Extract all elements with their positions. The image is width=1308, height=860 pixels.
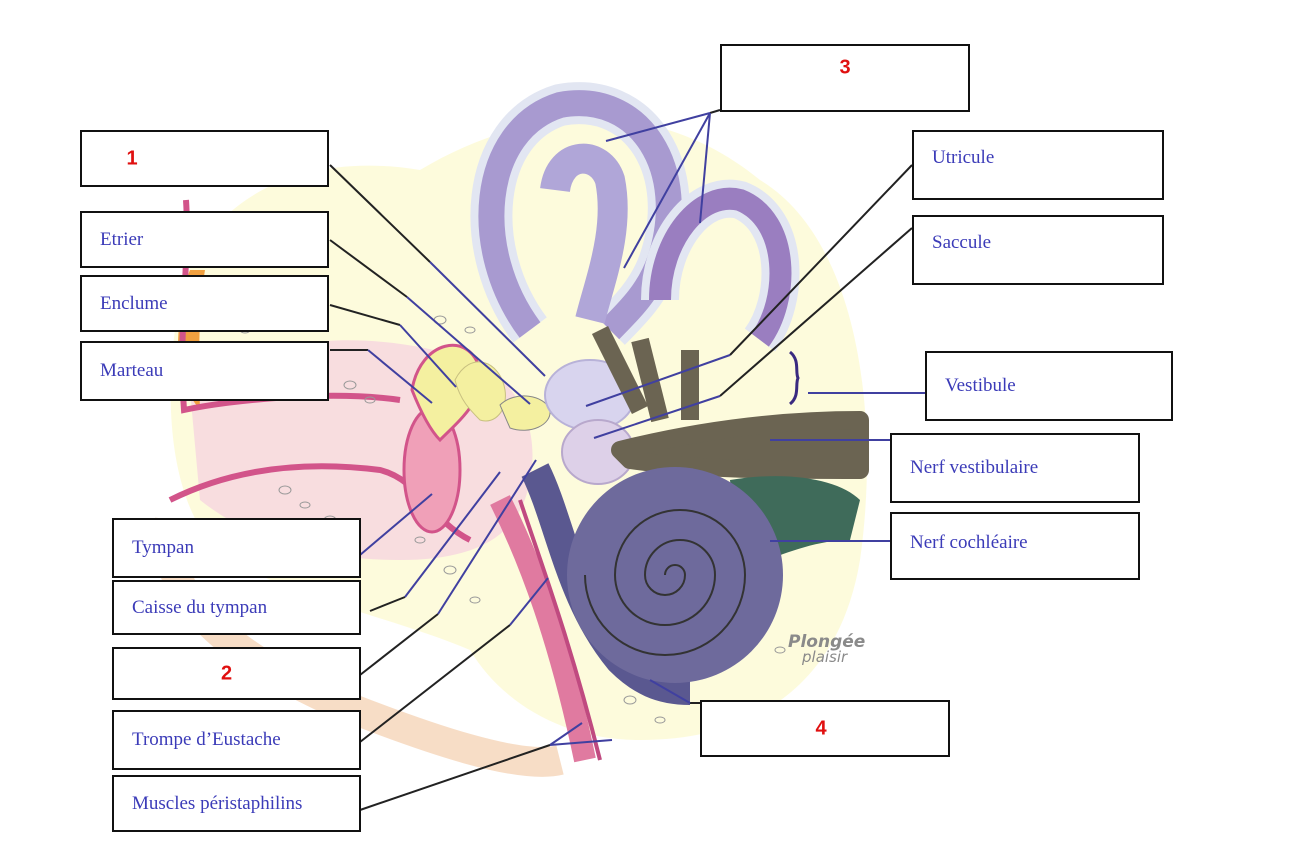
label-enclume: Enclume: [100, 293, 168, 315]
label-box-caisse: Caisse du tympan: [112, 580, 361, 635]
label-box-nerf-vestibulaire: Nerf vestibulaire: [890, 433, 1140, 503]
label-muscles-peristaphilins: Muscles péristaphilins: [132, 793, 302, 815]
label-number-4: 4: [694, 717, 948, 740]
label-box-enclume: Enclume: [80, 275, 329, 332]
label-nerf-vestibulaire: Nerf vestibulaire: [910, 457, 1038, 479]
label-box-saccule: Saccule: [912, 215, 1164, 285]
label-caisse-du-tympan: Caisse du tympan: [132, 597, 267, 619]
label-saccule: Saccule: [932, 232, 991, 254]
label-box-etrier: Etrier: [80, 211, 329, 268]
watermark: Plongée plaisir: [788, 632, 865, 666]
label-box-muscles: Muscles péristaphilins: [112, 775, 361, 832]
label-marteau: Marteau: [100, 360, 163, 382]
label-utricule: Utricule: [932, 147, 994, 169]
label-number-3: 3: [722, 57, 968, 80]
label-box-2: 2: [112, 647, 361, 700]
label-box-nerf-cochleaire: Nerf cochléaire: [890, 512, 1140, 580]
label-trompe-eustache: Trompe d’Eustache: [132, 729, 281, 751]
label-tympan: Tympan: [132, 537, 194, 559]
label-number-1: 1: [0, 147, 327, 170]
label-box-3: 3: [720, 44, 970, 112]
label-box-1: 1: [80, 130, 329, 187]
label-box-vestibule: Vestibule: [925, 351, 1173, 421]
label-box-marteau: Marteau: [80, 341, 329, 401]
label-vestibule: Vestibule: [945, 375, 1016, 397]
label-box-4: 4: [700, 700, 950, 757]
label-box-utricule: Utricule: [912, 130, 1164, 200]
label-number-2: 2: [94, 662, 359, 685]
label-etrier: Etrier: [100, 229, 143, 251]
label-nerf-cochleaire: Nerf cochléaire: [910, 532, 1028, 554]
label-box-trompe: Trompe d’Eustache: [112, 710, 361, 770]
label-box-tympan: Tympan: [112, 518, 361, 578]
